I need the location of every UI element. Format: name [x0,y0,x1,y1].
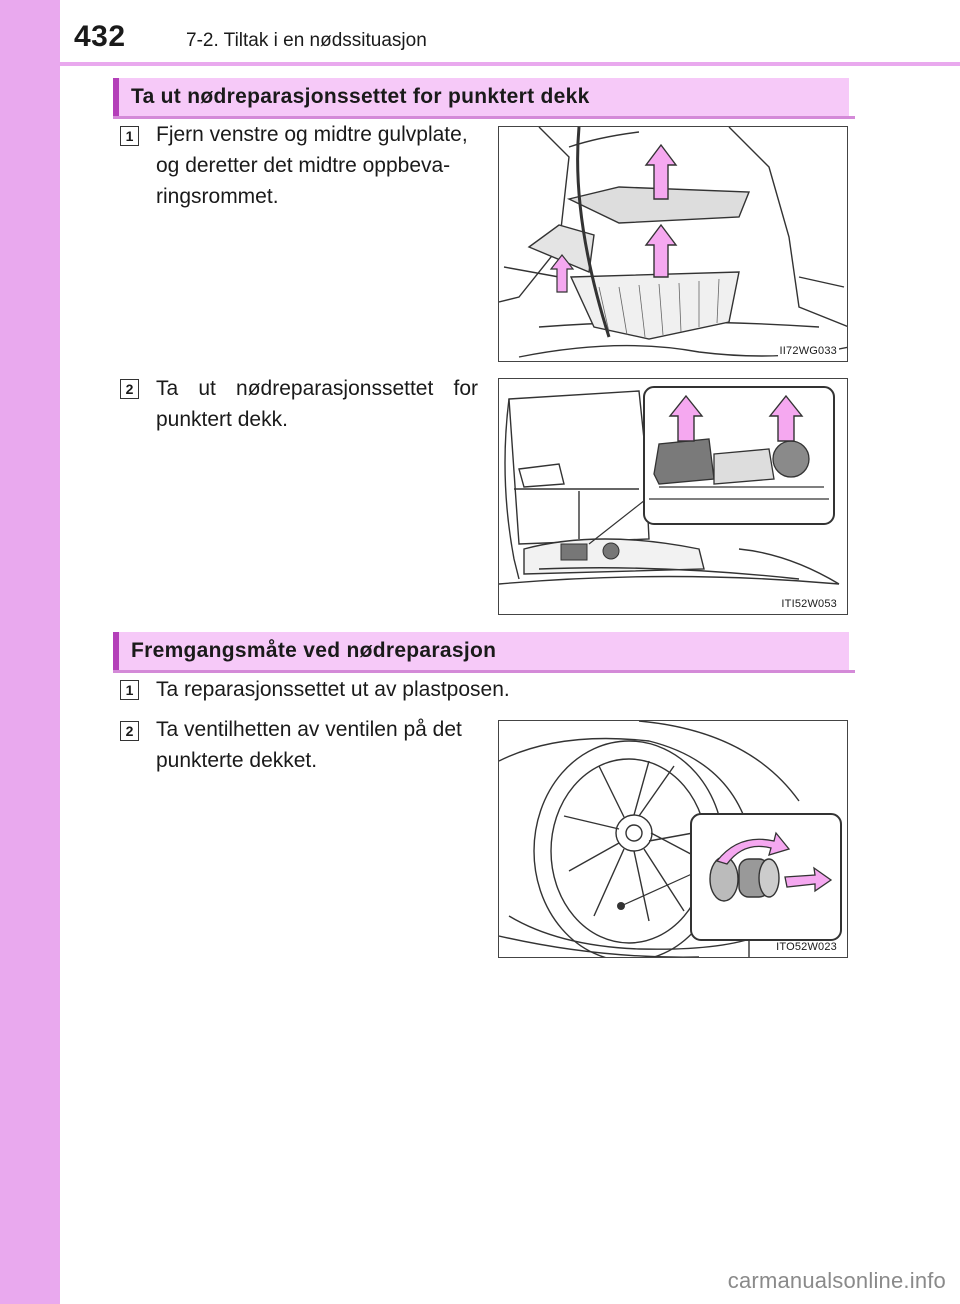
watermark: carmanualsonline.info [727,1268,946,1293]
step-text-2: Ta ut nødreparasjonssettet for [156,373,478,404]
step-text-2: Ta ventilhetten av ventilen på det punkt… [156,714,462,776]
figure-code: II72WG033 [777,345,839,357]
section-underline [113,670,855,673]
section-title: Fremgangsmåte ved nødreparasjon [131,639,497,662]
header-band [60,0,960,62]
figure-trunk-floor: II72WG033 [498,126,848,362]
step-line: Ta reparasjonssettet ut av plastposen. [156,678,510,701]
step-badge-2: 2 [120,379,139,399]
trunk-illustration [499,127,847,358]
section-underline [113,116,855,119]
section-heading-remove-kit: Ta ut nødreparasjonssettet for punktert … [113,78,855,119]
step-line: Ta ventilhetten av ventilen på det [156,718,462,741]
pull-arrow-icon [784,866,833,893]
step-line: punktert dekk. [156,408,288,431]
rotate-arrow-icon [715,831,791,865]
step-badge-1: 1 [120,680,139,700]
step-line: ringsrommet. [156,185,279,208]
step-text-2b: punktert dekk. [156,404,288,435]
step-text-1: Ta reparasjonssettet ut av plastposen. [156,674,510,705]
figure-code: ITO52W023 [774,941,839,953]
section-heading-repair-procedure: Fremgangsmåte ved nødreparasjon [113,632,855,673]
kit-location-illustration [499,386,840,585]
step-line: Fjern venstre og midtre gulvplate, [156,123,468,146]
step-line: og deretter det midtre oppbeva- [156,154,451,177]
step-badge-1: 1 [120,126,139,146]
step-line: Ta ut nødreparasjonssettet for [156,377,478,400]
header-rule [0,62,960,66]
up-arrow-icon [668,394,804,442]
section-title: Ta ut nødreparasjonssettet for punktert … [131,85,590,108]
step-line: punkterte dekket. [156,749,318,772]
step-badge-2: 2 [120,721,139,741]
wheel-illustration [499,721,842,957]
figure-code: ITI52W053 [779,598,839,610]
up-arrow-icon [549,143,678,293]
page-number: 432 [74,20,126,53]
step-text-1: Fjern venstre og midtre gulvplate, og de… [156,119,468,212]
figure-repair-kit-location: ITI52W053 [498,378,848,615]
figure-valve-cap: ITO52W023 [498,720,848,958]
chapter-title: 7-2. Tiltak i en nødssituasjon [186,30,427,51]
side-accent-strip [0,0,60,1304]
